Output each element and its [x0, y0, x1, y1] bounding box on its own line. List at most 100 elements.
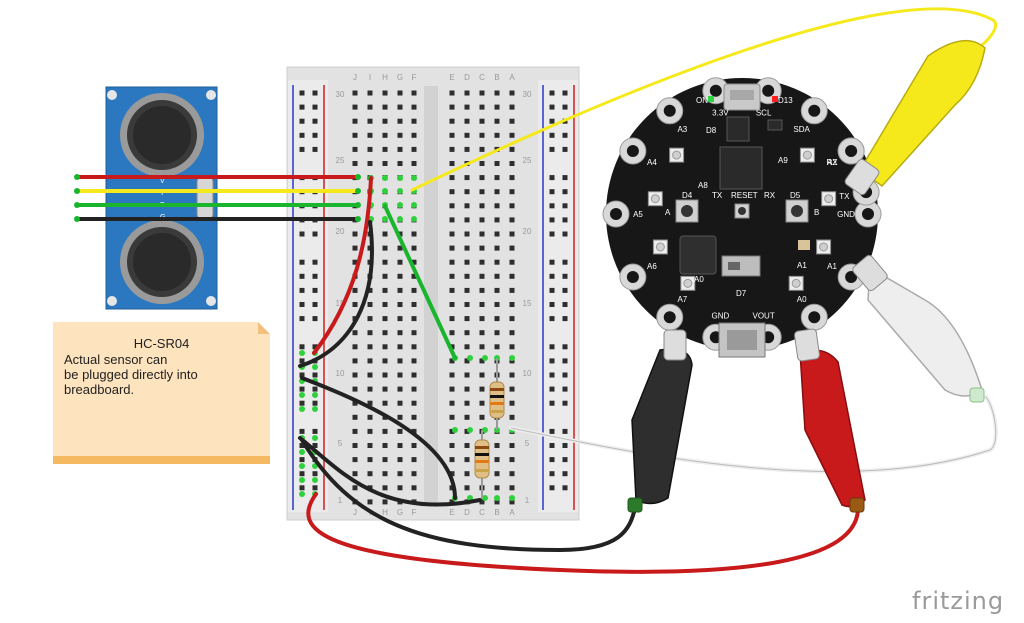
pad-label: GND — [711, 312, 729, 321]
label-d8: D8 — [706, 126, 717, 135]
alligator-clip-white — [852, 254, 985, 403]
pad-label: RX — [827, 158, 839, 167]
sensor-pin-label-trig: T — [160, 190, 165, 197]
d13-led — [772, 96, 778, 102]
label-d5: D5 — [790, 191, 801, 200]
col-letter-c-bottom: C — [479, 508, 485, 517]
row-number-5-right: 5 — [525, 439, 530, 448]
pad-label: A1 — [827, 262, 837, 271]
col-letter-c: C — [479, 73, 485, 82]
pad-label: A0 — [797, 295, 807, 304]
wire-black-jumper-2 — [300, 376, 457, 500]
row-number-15-right: 15 — [523, 299, 532, 308]
wire-black-jumper-3 — [298, 436, 482, 507]
pad-label: A3 — [677, 125, 687, 134]
col-letter-j: J — [353, 73, 357, 82]
pad-label: A5 — [633, 210, 643, 219]
note-bottom-bar — [53, 456, 270, 464]
col-letter-d-bottom: D — [464, 508, 470, 517]
row-number-1-right: 1 — [525, 496, 530, 505]
note-line: Actual sensor can — [64, 352, 168, 367]
alligator-clip-yellow — [844, 39, 986, 196]
col-letter-h: H — [382, 73, 388, 82]
col-letter-b-bottom: B — [494, 508, 499, 517]
col-letter-h-bottom: H — [382, 508, 388, 517]
wire-black-jumper — [298, 220, 374, 368]
light-sensor — [798, 240, 810, 250]
col-letter-i: I — [369, 73, 371, 82]
alligator-clip-black — [627, 329, 693, 513]
label-rx: RX — [764, 191, 776, 200]
sensor-transducer-top — [120, 93, 204, 177]
resistor-2 — [474, 430, 490, 498]
power-led — [708, 96, 714, 102]
row-number-25-left: 25 — [336, 156, 345, 165]
pad-label: A4 — [647, 158, 657, 167]
sensor-pin-label-vcc: V — [160, 178, 165, 185]
annotation-note: HC-SR04 Actual sensor can be plugged dir… — [53, 322, 270, 464]
label-d7: D7 — [736, 289, 747, 298]
row-number-20-right: 20 — [523, 227, 532, 236]
label-on: ON — [696, 96, 708, 105]
pad-label: SDA — [793, 125, 810, 134]
col-letter-e: E — [449, 73, 454, 82]
label-a8: A8 — [698, 181, 708, 190]
col-letter-e-bottom: E — [449, 508, 454, 517]
speaker — [679, 235, 717, 275]
col-letter-a-bottom: A — [509, 508, 515, 517]
note-line: breadboard. — [64, 382, 135, 397]
ultrasonic-sensor: V T E G — [105, 86, 218, 310]
row-number-15-left: 15 — [336, 299, 345, 308]
alligator-clip-red — [794, 328, 866, 513]
wire-green-jumper — [383, 204, 457, 360]
small-chip — [726, 116, 750, 142]
label-a1-inner: A1 — [797, 261, 807, 270]
slide-switch — [721, 255, 761, 277]
row-number-30-right: 30 — [523, 90, 532, 99]
col-letter-b: B — [494, 73, 499, 82]
wires — [74, 7, 998, 574]
col-letter-g: G — [397, 73, 403, 82]
label-reset: RESET — [731, 191, 758, 200]
sensor-transducer-bottom — [120, 220, 204, 304]
pad-label: A2 — [827, 158, 837, 167]
label-d13: D13 — [778, 96, 793, 105]
button-b — [785, 199, 809, 223]
label-tx: TX — [712, 191, 723, 200]
row-number-1-left: 1 — [338, 496, 343, 505]
row-number-30-left: 30 — [336, 90, 345, 99]
col-letter-f-bottom: F — [412, 508, 417, 517]
col-letter-j-bottom: J — [353, 508, 357, 517]
sensor-crystal — [196, 175, 214, 221]
note-body: Actual sensor can be plugged directly in… — [64, 352, 264, 397]
col-letter-d: D — [464, 73, 470, 82]
note-fold — [258, 322, 270, 334]
wire-yellow-to-a2 — [410, 7, 997, 192]
col-letter-f: F — [412, 73, 417, 82]
pad-label: GND — [837, 210, 855, 219]
note-line: be plugged directly into — [64, 367, 198, 382]
row-number-20-left: 20 — [336, 227, 345, 236]
wire-white-to-a1 — [509, 395, 998, 474]
label-button-a: A — [665, 208, 671, 217]
row-number-25-right: 25 — [523, 156, 532, 165]
wire-red-to-vout — [306, 492, 860, 574]
reset-button — [734, 203, 750, 219]
label-d4: D4 — [682, 191, 693, 200]
pad-label: VOUT — [753, 312, 775, 321]
wire-black-to-gnd — [300, 438, 637, 553]
microcontroller-chip — [719, 146, 763, 190]
label-a9: A9 — [778, 156, 788, 165]
pad-label: A7 — [677, 295, 687, 304]
button-a — [675, 199, 699, 223]
pad-label: A6 — [647, 262, 657, 271]
label-button-b: B — [814, 208, 819, 217]
board-neopixels — [647, 147, 837, 291]
col-letter-g-bottom: G — [397, 508, 403, 517]
pad-label: TX — [839, 192, 850, 201]
wire-red-jumper — [312, 176, 373, 355]
pad-label: 3.3V — [712, 108, 729, 117]
chip-right — [767, 119, 783, 131]
resistor-1 — [489, 358, 505, 430]
